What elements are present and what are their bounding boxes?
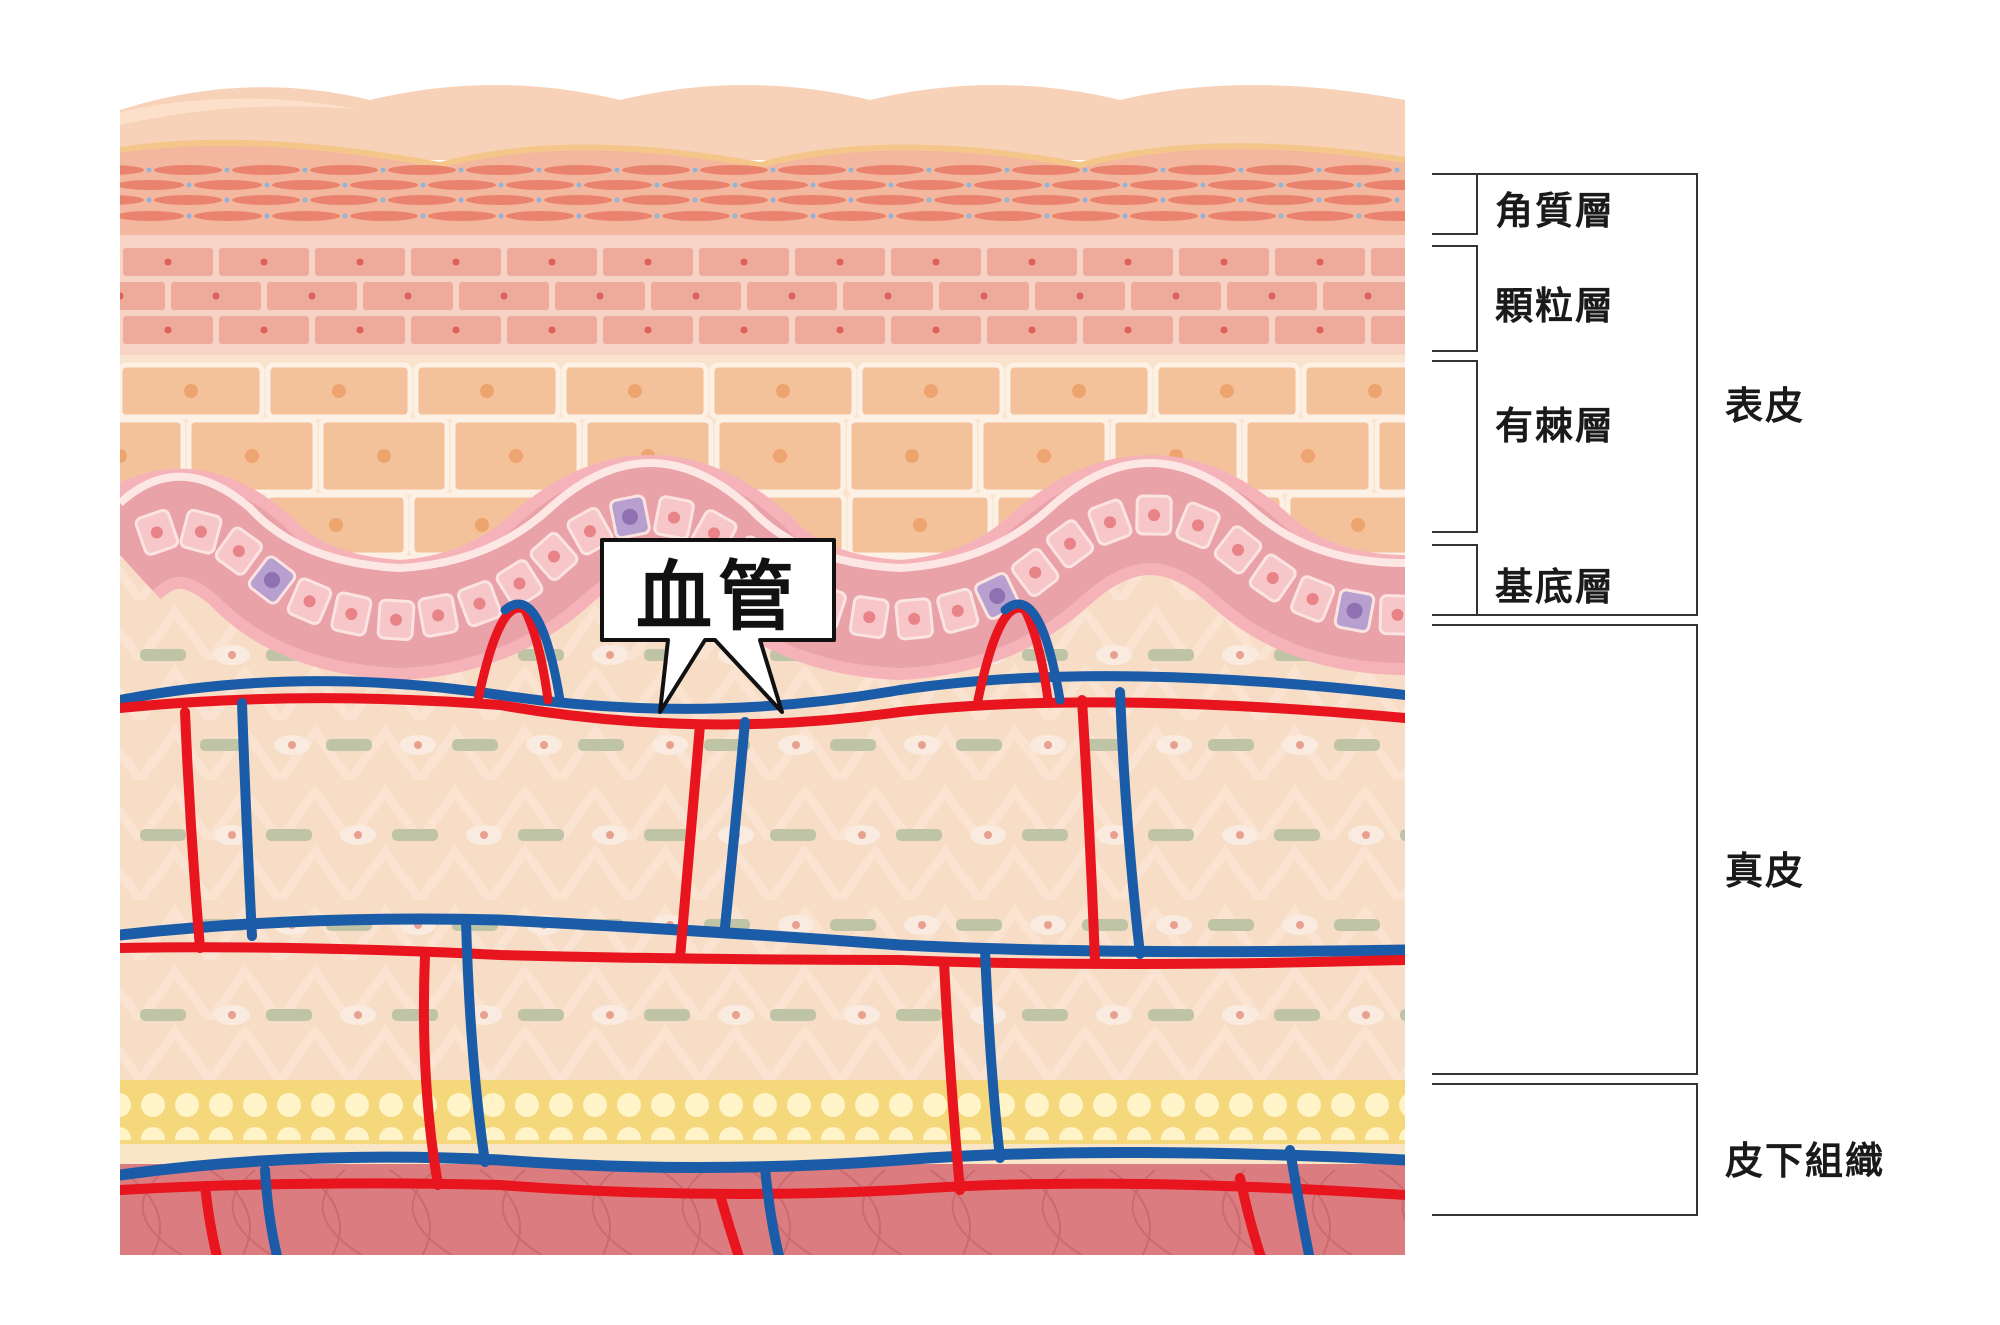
bracket-dermis	[1432, 624, 1698, 1075]
callout-label-blood-vessel: 血管	[636, 552, 800, 641]
bracket-subcutaneous	[1432, 1083, 1698, 1216]
callout-bubble	[600, 538, 836, 714]
skin-surface	[120, 85, 1405, 160]
label-stratum-basale: 基底層	[1495, 565, 1616, 609]
blood-vessel-network	[120, 599, 1405, 1255]
bracket-stratum-granulosum	[1432, 245, 1478, 352]
subcutaneous-fat-layer	[120, 1080, 1405, 1164]
bracket-epidermis	[1432, 173, 1698, 616]
label-stratum-granulosum: 顆粒層	[1495, 284, 1616, 328]
stratum-corneum-layer	[120, 139, 1405, 235]
bracket-stratum-spinosum	[1432, 360, 1478, 533]
label-stratum-spinosum: 有棘層	[1495, 404, 1616, 448]
label-subcutaneous: 皮下組織	[1725, 1139, 1886, 1183]
label-stratum-corneum: 角質層	[1495, 189, 1616, 233]
label-epidermis: 表皮	[1725, 384, 1806, 428]
label-dermis: 真皮	[1725, 849, 1806, 893]
muscle-layer	[120, 1164, 1405, 1255]
